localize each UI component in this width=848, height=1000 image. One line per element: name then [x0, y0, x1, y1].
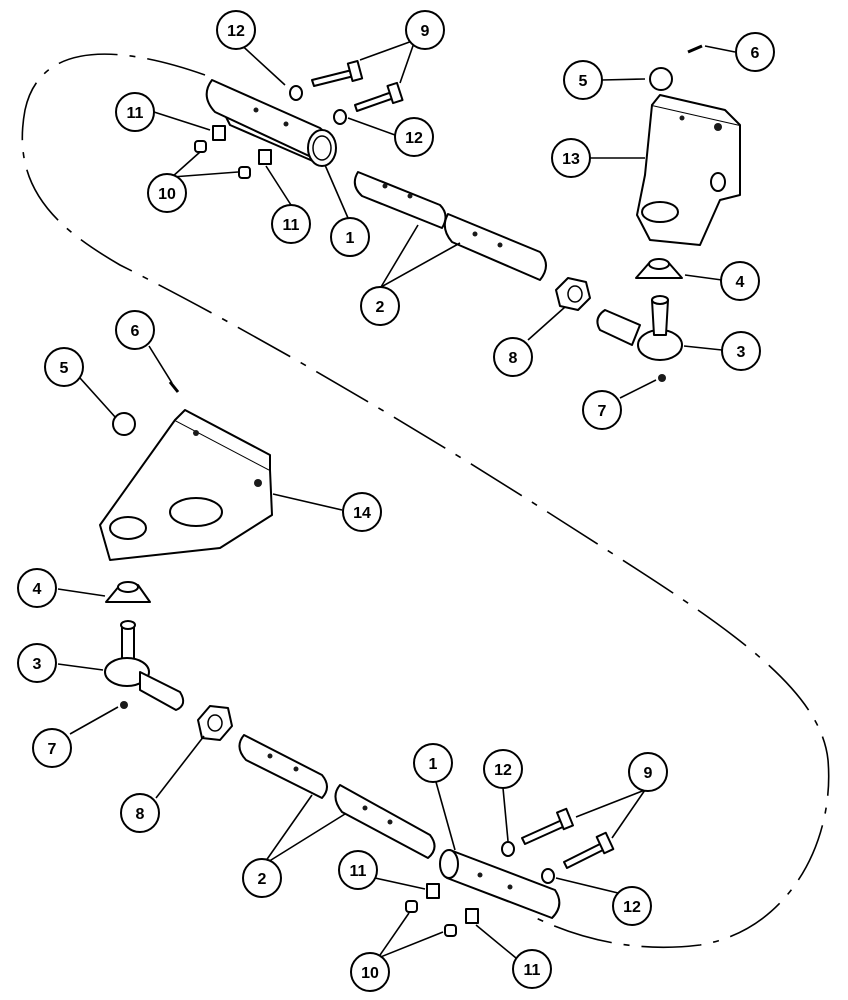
callout-7-lower: 7 — [32, 728, 72, 768]
callout-12-lower-left: 12 — [483, 749, 523, 789]
nut-lower-a — [405, 900, 418, 913]
washer-lower-b — [541, 868, 555, 884]
jam-nut-lower — [197, 705, 233, 741]
washer-upper-a — [289, 85, 303, 101]
callout-1-upper: 1 — [330, 217, 370, 257]
callout-7-upper: 7 — [582, 390, 622, 430]
svg-text:2: 2 — [258, 871, 267, 888]
callout-11-upper-right: 11 — [271, 204, 311, 244]
svg-text:8: 8 — [509, 350, 518, 367]
bolt-lower-pair — [521, 807, 615, 869]
svg-text:5: 5 — [60, 360, 69, 377]
clip-lower-a — [426, 883, 440, 899]
nut-lower-b — [444, 924, 457, 937]
svg-text:6: 6 — [131, 323, 140, 340]
svg-text:3: 3 — [33, 656, 42, 673]
dust-boot-lower — [105, 581, 151, 603]
svg-text:14: 14 — [353, 505, 371, 522]
svg-text:4: 4 — [736, 274, 745, 291]
leader-lines — [57, 39, 736, 959]
callout-2-upper: 2 — [360, 286, 400, 326]
washer-upper-b — [333, 109, 347, 125]
callout-8-lower: 8 — [120, 793, 160, 833]
callout-9-upper: 9 — [405, 10, 445, 50]
callout-12-upper-left: 12 — [216, 10, 256, 50]
svg-text:9: 9 — [421, 23, 430, 40]
clip-upper-a — [212, 125, 226, 141]
svg-text:6: 6 — [751, 45, 760, 62]
callout-3-lower: 3 — [17, 643, 57, 683]
dust-boot-upper — [635, 258, 683, 279]
callout-8-upper: 8 — [493, 337, 533, 377]
adjusting-sleeve-lower — [238, 734, 436, 859]
callout-12-upper-right: 12 — [394, 117, 434, 157]
washer-lower-a — [501, 841, 515, 857]
tie-rod-end-upper — [596, 295, 683, 361]
callout-4-lower: 4 — [17, 568, 57, 608]
callout-3-upper: 3 — [721, 331, 761, 371]
callout-10-lower: 10 — [350, 952, 390, 992]
assembly-boundary-outline — [21, 53, 830, 949]
callout-9-lower: 9 — [628, 752, 668, 792]
callout-13: 13 — [551, 138, 591, 178]
nut-upper-b — [238, 166, 251, 179]
grease-fitting-lower — [120, 701, 128, 709]
castle-nut-upper — [649, 67, 673, 91]
castle-nut-lower — [112, 412, 136, 436]
cotter-pin-lower — [168, 381, 180, 393]
grease-fitting-upper — [658, 374, 666, 382]
svg-text:12: 12 — [623, 899, 641, 916]
clip-lower-b — [465, 908, 479, 924]
svg-text:8: 8 — [136, 806, 145, 823]
svg-text:9: 9 — [644, 765, 653, 782]
svg-text:11: 11 — [283, 217, 300, 234]
svg-text:10: 10 — [158, 186, 176, 203]
svg-text:11: 11 — [350, 863, 367, 880]
steering-arm-left — [99, 409, 273, 561]
callout-11-lower-left: 11 — [338, 850, 378, 890]
cotter-pin-upper — [687, 44, 703, 54]
callout-10-upper: 10 — [147, 173, 187, 213]
svg-text:12: 12 — [227, 23, 245, 40]
callout-4-upper: 4 — [720, 261, 760, 301]
callout-6-lower: 6 — [115, 310, 155, 350]
bolt-upper-pair — [311, 60, 404, 112]
clip-upper-b — [258, 149, 272, 165]
callout-5-upper: 5 — [563, 60, 603, 100]
callout-5-lower: 5 — [44, 347, 84, 387]
svg-text:1: 1 — [429, 756, 438, 773]
svg-text:10: 10 — [361, 965, 379, 982]
callout-11-lower-right: 11 — [512, 949, 552, 989]
svg-text:13: 13 — [562, 151, 580, 168]
svg-text:12: 12 — [494, 762, 512, 779]
callout-2-lower: 2 — [242, 858, 282, 898]
callout-14: 14 — [342, 492, 382, 532]
svg-text:7: 7 — [598, 403, 607, 420]
jam-nut-upper — [555, 277, 591, 311]
svg-text:12: 12 — [405, 130, 423, 147]
steering-arm-right — [636, 94, 741, 246]
svg-text:11: 11 — [524, 962, 541, 979]
callout-12-lower-right: 12 — [612, 886, 652, 926]
svg-text:3: 3 — [737, 344, 746, 361]
svg-text:7: 7 — [48, 741, 57, 758]
callout-6-upper: 6 — [735, 32, 775, 72]
tie-rod-tube-upper — [205, 79, 337, 167]
tie-rod-tube-lower — [439, 849, 561, 919]
svg-text:1: 1 — [346, 230, 355, 247]
svg-text:2: 2 — [376, 299, 385, 316]
svg-text:4: 4 — [33, 581, 42, 598]
callout-1-lower: 1 — [413, 743, 453, 783]
svg-text:11: 11 — [127, 105, 144, 122]
adjusting-sleeve-upper — [353, 171, 547, 281]
callout-11-upper-left: 11 — [115, 92, 155, 132]
tie-rod-end-lower — [104, 620, 185, 711]
svg-text:5: 5 — [579, 73, 588, 90]
nut-upper-a — [194, 140, 207, 153]
